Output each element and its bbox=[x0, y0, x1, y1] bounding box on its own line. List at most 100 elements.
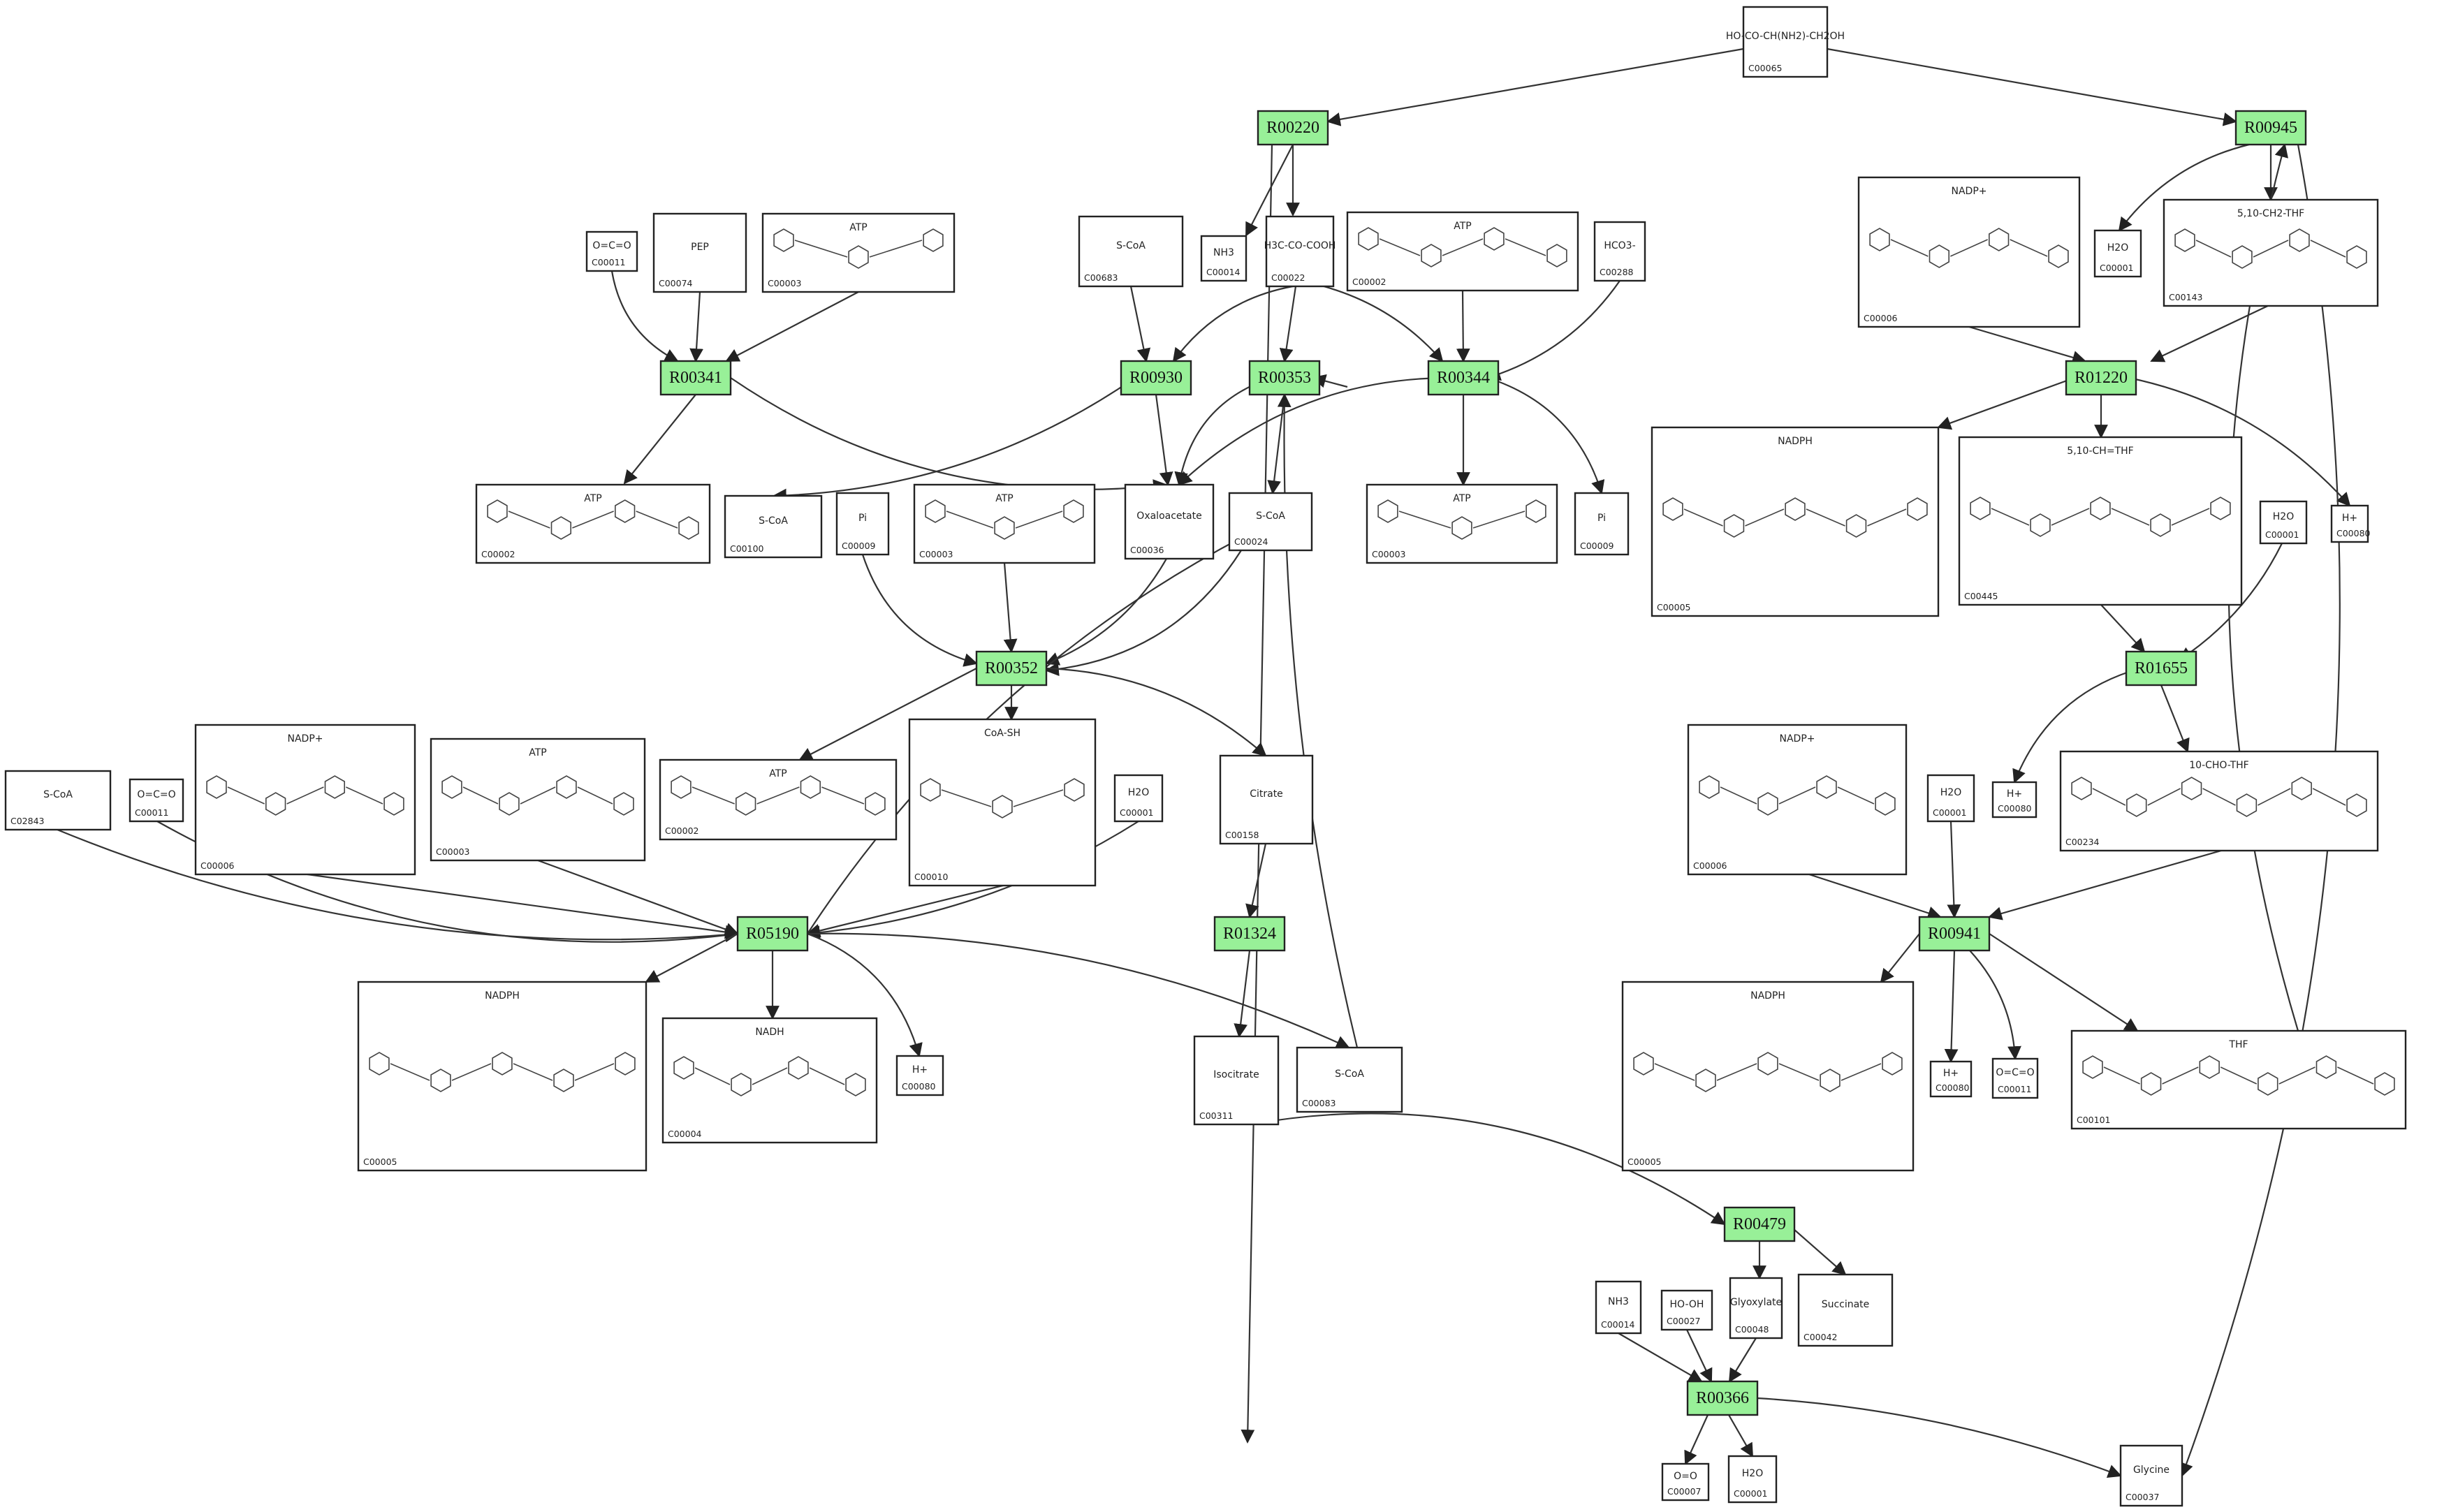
compound-box[interactable] bbox=[1593, 221, 1646, 282]
compound-box[interactable] bbox=[1929, 1060, 1973, 1098]
compound-box[interactable] bbox=[835, 492, 890, 556]
reaction-node-r00479[interactable]: R00479 bbox=[1723, 1206, 1796, 1242]
compound-box[interactable] bbox=[1078, 215, 1184, 288]
compound-box[interactable] bbox=[895, 1055, 944, 1096]
compound-box[interactable] bbox=[2330, 504, 2369, 543]
reaction-node-r01655[interactable]: R01655 bbox=[2125, 650, 2197, 687]
reaction-box[interactable] bbox=[1248, 360, 1321, 396]
compound-node-c00080[interactable]: H+C00080 bbox=[895, 1055, 944, 1096]
reaction-box[interactable] bbox=[1120, 360, 1192, 396]
compound-box[interactable] bbox=[913, 483, 1096, 564]
compound-box[interactable] bbox=[1958, 436, 2243, 606]
compound-box[interactable] bbox=[430, 737, 646, 862]
compound-box[interactable] bbox=[1265, 215, 1335, 288]
compound-box[interactable] bbox=[585, 230, 638, 272]
compound-box[interactable] bbox=[724, 494, 823, 559]
compound-box[interactable] bbox=[1124, 483, 1215, 560]
compound-box[interactable] bbox=[194, 724, 416, 876]
reaction-box[interactable] bbox=[975, 650, 1048, 687]
reaction-box[interactable] bbox=[736, 916, 809, 952]
compound-node-c00080[interactable]: H+C00080 bbox=[2330, 504, 2371, 543]
compound-box[interactable] bbox=[357, 981, 647, 1172]
compound-box[interactable] bbox=[1991, 1057, 2039, 1099]
reaction-node-r01324[interactable]: R01324 bbox=[1213, 916, 1286, 952]
compound-box[interactable] bbox=[761, 212, 956, 293]
reaction-node-r00344[interactable]: R00344 bbox=[1427, 360, 1500, 396]
compound-box[interactable] bbox=[1219, 754, 1314, 845]
compound-box[interactable] bbox=[2259, 500, 2308, 545]
reaction-box[interactable] bbox=[1723, 1206, 1796, 1242]
reaction-box[interactable] bbox=[659, 360, 732, 396]
compound-box[interactable] bbox=[2059, 750, 2379, 852]
compound-box[interactable] bbox=[1595, 1280, 1642, 1335]
compound-box[interactable] bbox=[1926, 774, 1975, 823]
compound-box[interactable] bbox=[2093, 229, 2142, 278]
reaction-node-r00941[interactable]: R00941 bbox=[1918, 916, 1991, 952]
compound-box[interactable] bbox=[1200, 235, 1248, 282]
compound-box[interactable] bbox=[2119, 1444, 2183, 1507]
compound-box[interactable] bbox=[1991, 781, 2037, 819]
compound-box[interactable] bbox=[1346, 211, 1579, 292]
compound-node-c00080[interactable]: H+C00080 bbox=[1929, 1060, 1973, 1098]
compound-box[interactable] bbox=[1193, 1035, 1280, 1126]
compound-box[interactable] bbox=[1574, 492, 1630, 556]
reaction-node-r00366[interactable]: R00366 bbox=[1686, 1380, 1759, 1416]
compound-box[interactable] bbox=[908, 718, 1097, 887]
compound-box[interactable] bbox=[659, 758, 898, 841]
compound-box[interactable] bbox=[2070, 1029, 2407, 1130]
compound-box[interactable] bbox=[2163, 198, 2379, 307]
compound-box[interactable] bbox=[1729, 1277, 1783, 1339]
compound-box[interactable] bbox=[1366, 483, 1558, 564]
compound-box[interactable] bbox=[1687, 724, 1908, 876]
compound-box[interactable] bbox=[475, 483, 711, 564]
reaction-box[interactable] bbox=[2234, 110, 2307, 146]
compound-box[interactable] bbox=[1113, 774, 1164, 823]
reaction-box[interactable] bbox=[1257, 110, 1329, 146]
compound-node-c00006[interactable]: NADP+C00006 bbox=[194, 724, 416, 876]
compound-box[interactable] bbox=[1228, 492, 1313, 552]
reaction-node-r00945[interactable]: R00945 bbox=[2234, 110, 2307, 146]
reaction-box[interactable] bbox=[1213, 916, 1286, 952]
compound-box[interactable] bbox=[4, 770, 112, 831]
compound-box[interactable] bbox=[1661, 1462, 1710, 1502]
reaction-box[interactable] bbox=[2065, 360, 2137, 396]
reaction-node-r00353[interactable]: R00353 bbox=[1248, 360, 1321, 396]
reaction-box[interactable] bbox=[2125, 650, 2197, 687]
reaction-node-r01220[interactable]: R01220 bbox=[2065, 360, 2137, 396]
reaction-box[interactable] bbox=[1427, 360, 1500, 396]
compound-box[interactable] bbox=[1727, 1455, 1778, 1504]
reaction-node-r00220[interactable]: R00220 bbox=[1257, 110, 1329, 146]
compound-box[interactable] bbox=[661, 1017, 878, 1144]
